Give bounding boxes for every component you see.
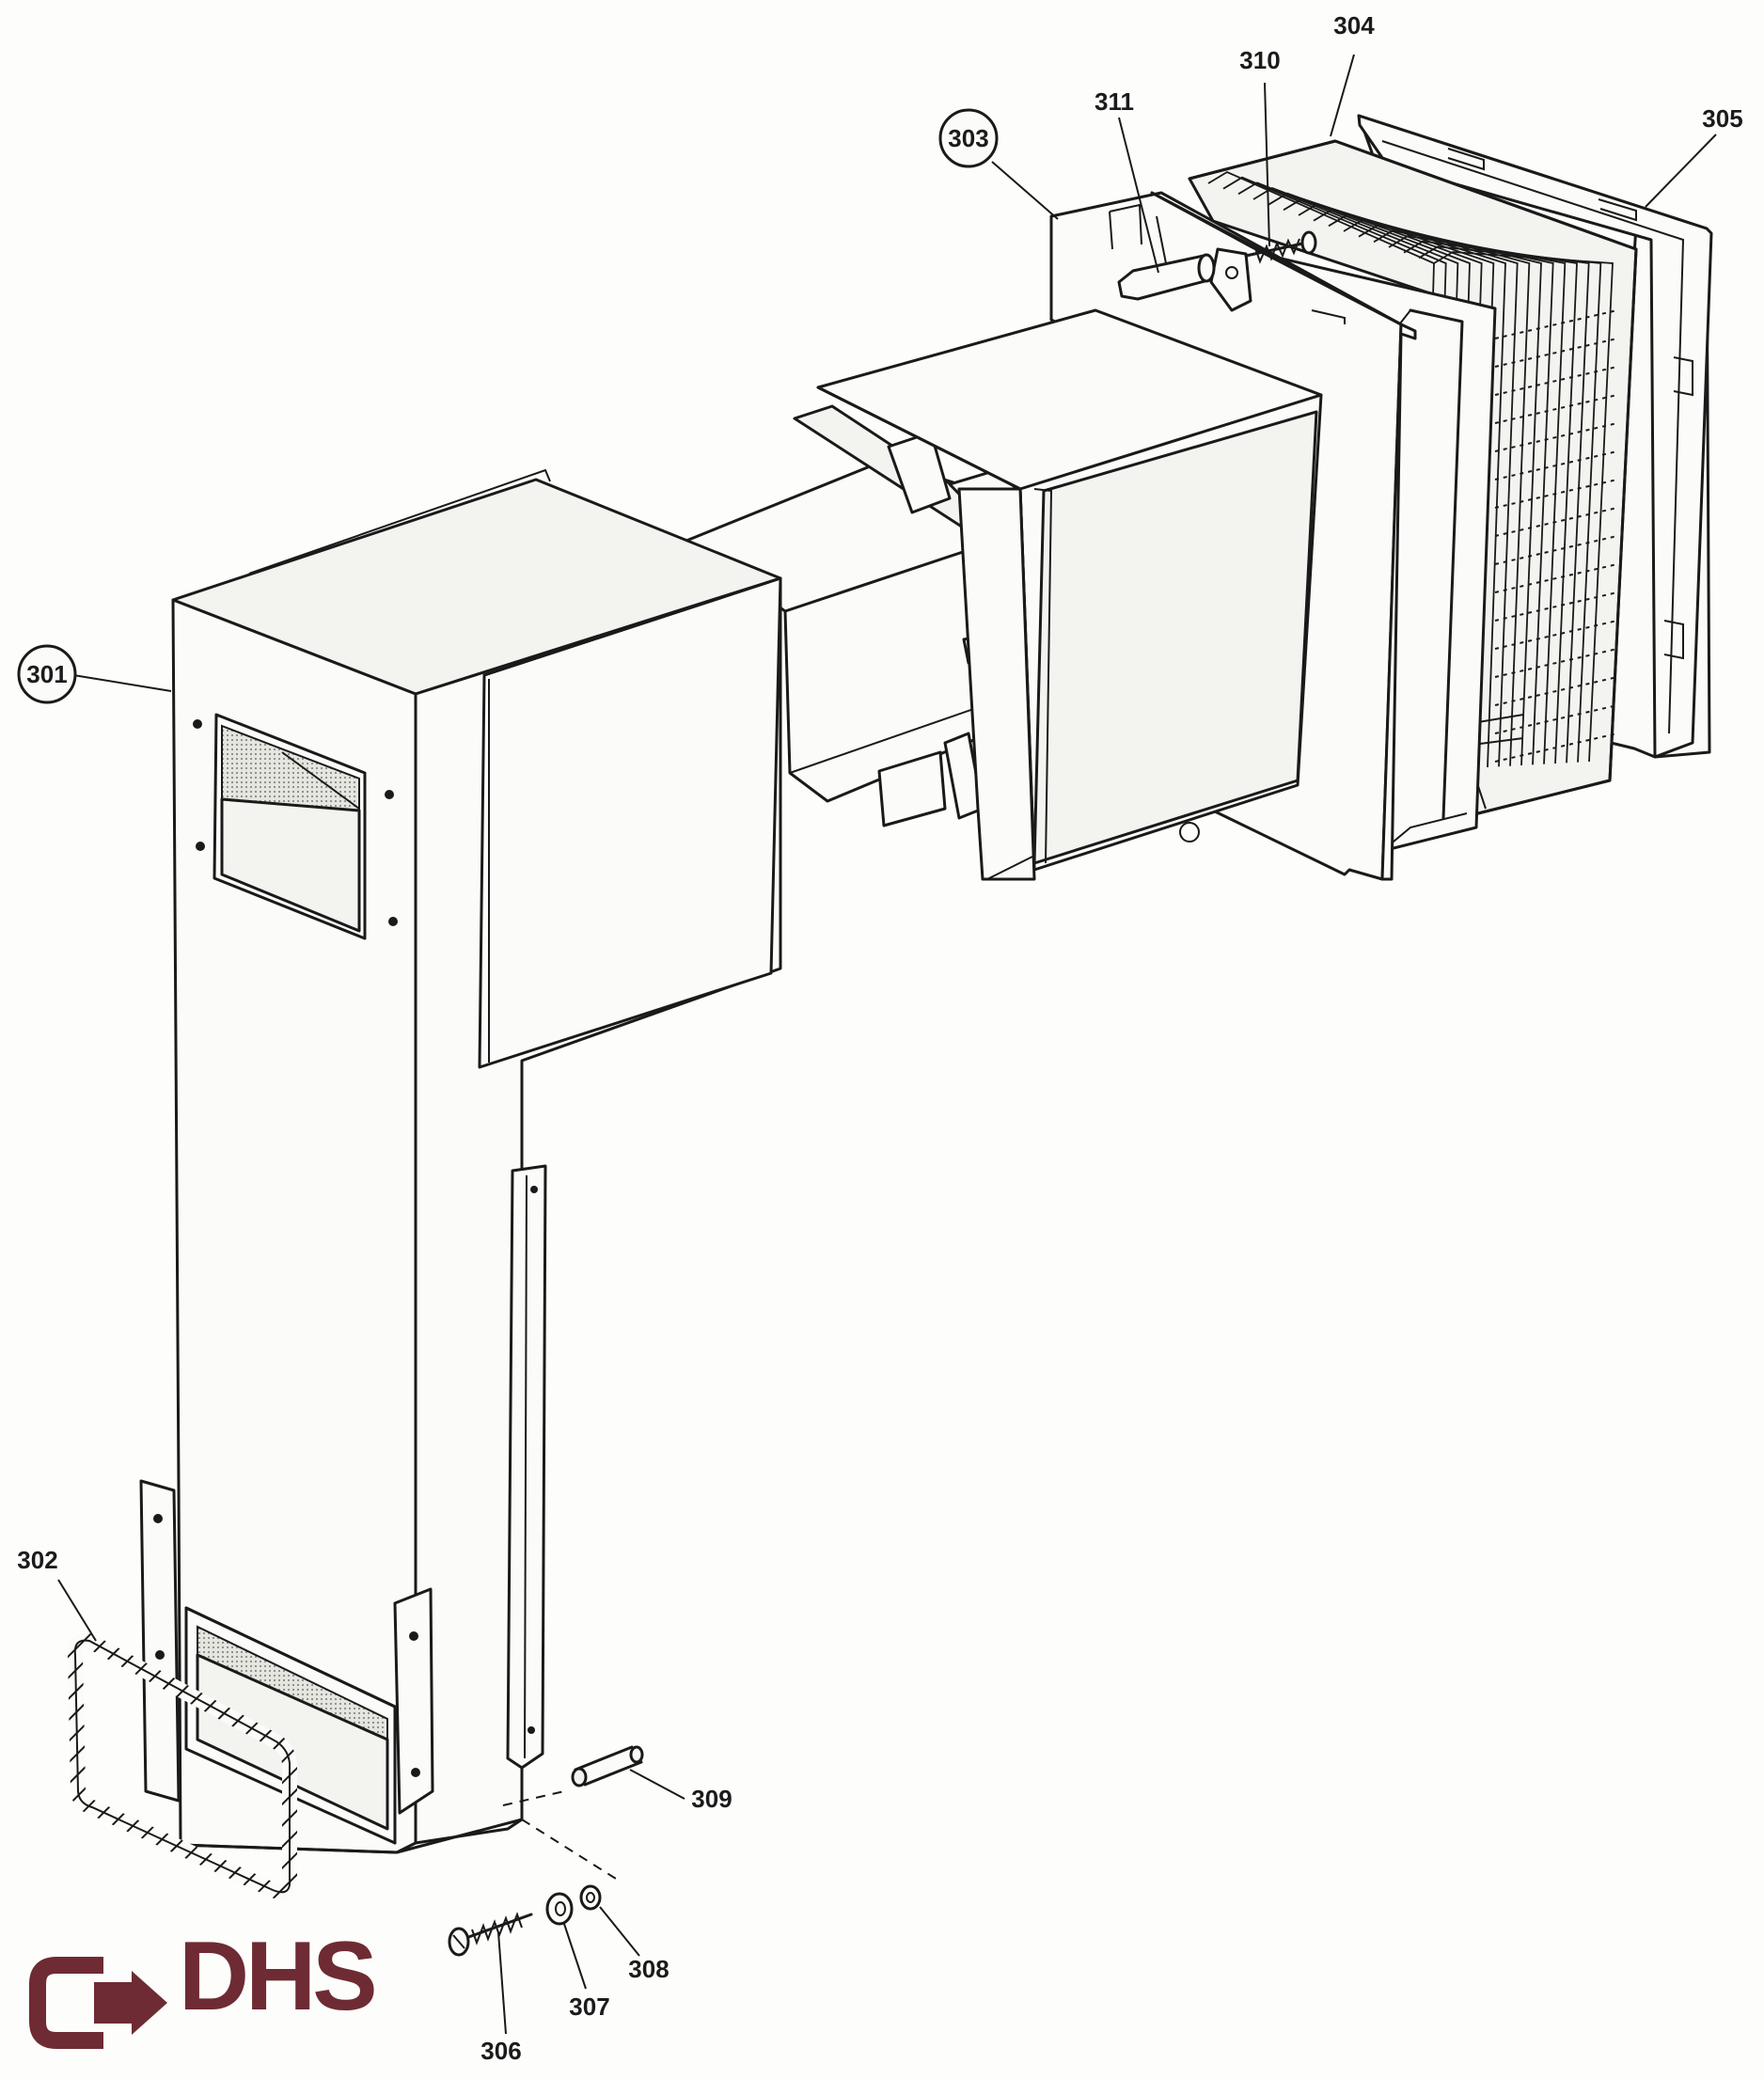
callout-309: 309 bbox=[691, 1785, 732, 1813]
dhs-logo-mark bbox=[29, 1957, 167, 2049]
exchanger-crossbar bbox=[1494, 338, 1618, 368]
exchanger-crossbar bbox=[1494, 422, 1618, 452]
exchanger-crossbar bbox=[1494, 507, 1618, 537]
exchanger-crossbars bbox=[1494, 309, 1618, 763]
exchanger-crossbar bbox=[1494, 648, 1618, 678]
exchanger-crossbar bbox=[1494, 535, 1618, 565]
exchanger-fin bbox=[1388, 235, 1578, 764]
part-308-washer bbox=[579, 1884, 602, 1911]
exchanger-fin bbox=[1433, 251, 1614, 763]
leader-lines bbox=[57, 54, 1717, 2035]
exchanger-crossbar bbox=[1494, 563, 1618, 593]
callout-307: 307 bbox=[569, 1992, 609, 2021]
callout-305: 305 bbox=[1702, 104, 1742, 133]
callout-circle-303 bbox=[938, 108, 999, 168]
part-301-vertical-housing bbox=[139, 468, 782, 1854]
part-307-washer bbox=[545, 1892, 574, 1926]
callout-304: 304 bbox=[1333, 11, 1375, 39]
callout-311: 311 bbox=[1095, 87, 1134, 116]
exchanger-crossbar bbox=[1494, 366, 1618, 396]
callout-circle-301 bbox=[17, 644, 77, 704]
exchanger-crossbar bbox=[1494, 676, 1618, 706]
part-305-outer-grille-frame bbox=[1357, 114, 1713, 759]
exchanger-fin bbox=[1403, 240, 1590, 764]
dhs-logo-text: DHS bbox=[179, 1922, 378, 2031]
exchanger-crossbar bbox=[1494, 591, 1618, 622]
callout-310: 310 bbox=[1239, 46, 1280, 74]
exchanger-crossbar bbox=[1494, 704, 1618, 734]
part-302-rope-gasket bbox=[67, 1632, 298, 1900]
callout-303: 303 bbox=[948, 124, 988, 152]
exchanger-crossbar bbox=[1494, 732, 1618, 763]
callout-301: 301 bbox=[26, 660, 67, 688]
callout-306: 306 bbox=[480, 2037, 521, 2065]
part-310-screw bbox=[1244, 230, 1317, 264]
exchanger-crossbar bbox=[1494, 479, 1618, 509]
exchanger-crossbar bbox=[1494, 394, 1618, 424]
exchanger-fin bbox=[1418, 245, 1602, 763]
part-309-spacer bbox=[571, 1745, 644, 1788]
callout-308: 308 bbox=[628, 1955, 669, 1983]
assembly-dashed-lines bbox=[502, 1790, 617, 1880]
sleeve-collar-box bbox=[816, 308, 1323, 881]
exchanger-crossbar bbox=[1494, 309, 1618, 339]
callout-302: 302 bbox=[17, 1546, 57, 1574]
exchanger-crossbar bbox=[1494, 620, 1618, 650]
part-306-screw bbox=[448, 1912, 533, 1957]
exchanger-crossbar bbox=[1494, 450, 1618, 480]
